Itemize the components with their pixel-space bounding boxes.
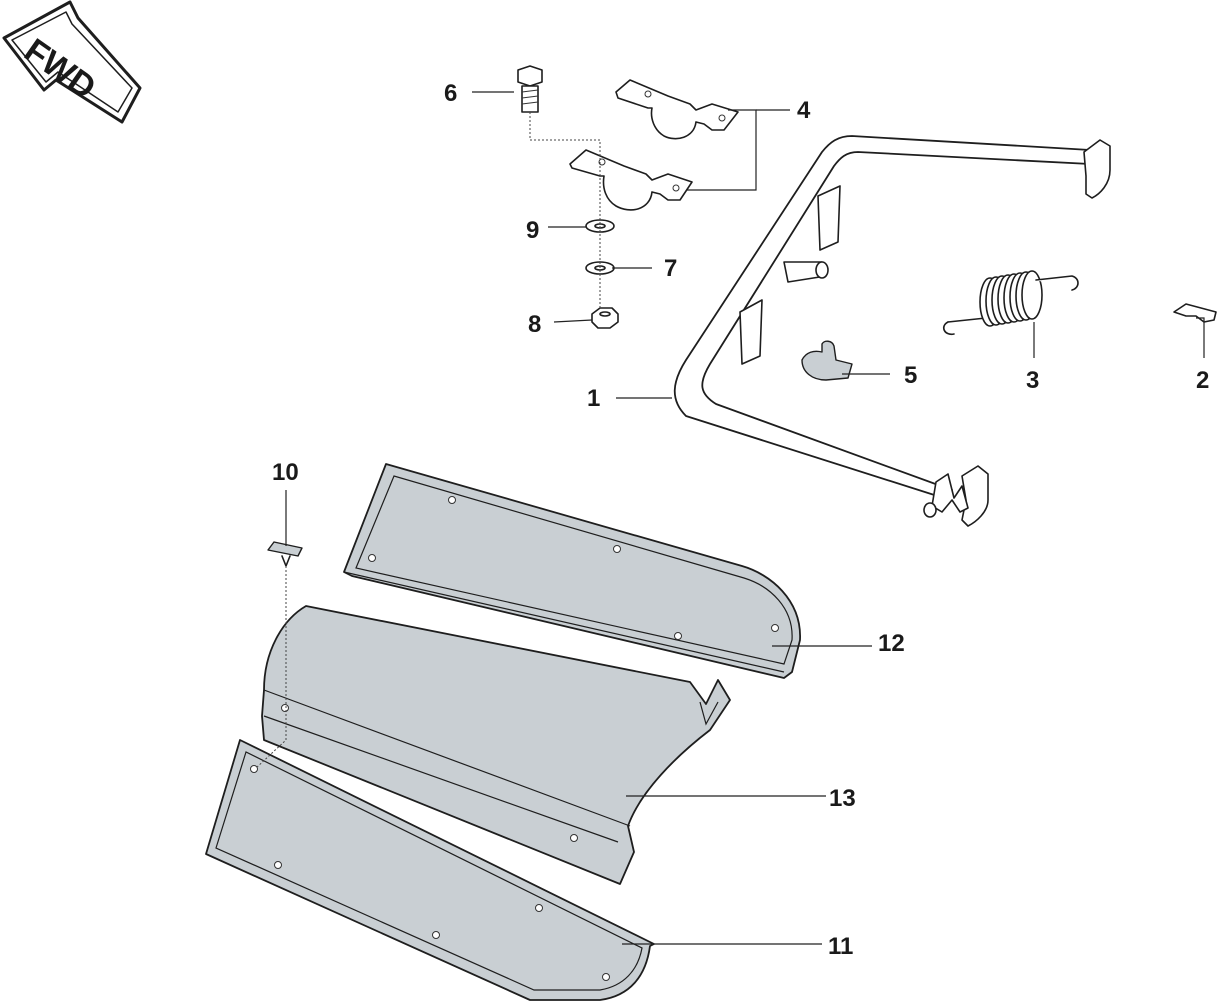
callout-2: 2: [1196, 367, 1209, 394]
callout-9: 9: [526, 217, 539, 244]
side-panel-part-11: [205, 739, 655, 1001]
callout-13: 13: [829, 785, 856, 812]
spring-part-3: [942, 270, 1079, 336]
callout-12: 12: [878, 630, 905, 657]
clamp-part-4-lower: [569, 149, 693, 211]
callout-1: 1: [587, 385, 600, 412]
frame-part-1: [673, 135, 1111, 527]
leader-lines: [285, 91, 1205, 945]
nut-part-8: [591, 307, 619, 329]
callout-7: 7: [664, 255, 677, 282]
callout-8: 8: [528, 311, 541, 338]
callout-6: 6: [444, 80, 457, 107]
bolt-part-6: [517, 65, 543, 113]
clip-part-2: [1173, 303, 1217, 323]
callout-3: 3: [1026, 367, 1039, 394]
side-panel-part-12: [343, 463, 801, 679]
callout-4: 4: [797, 97, 811, 124]
assembly-line-fastener: [255, 566, 287, 769]
callout-11: 11: [828, 933, 853, 960]
bumper-part-5: [801, 340, 853, 381]
clamp-part-4-upper: [615, 79, 739, 140]
assembly-line-bolt: [529, 112, 601, 308]
fwd-arrow-badge: FWD: [2, 0, 142, 124]
callout-5: 5: [904, 362, 917, 389]
cover-part-13: [261, 605, 731, 885]
callout-10: 10: [272, 459, 299, 486]
fastener-part-10: [267, 541, 303, 567]
